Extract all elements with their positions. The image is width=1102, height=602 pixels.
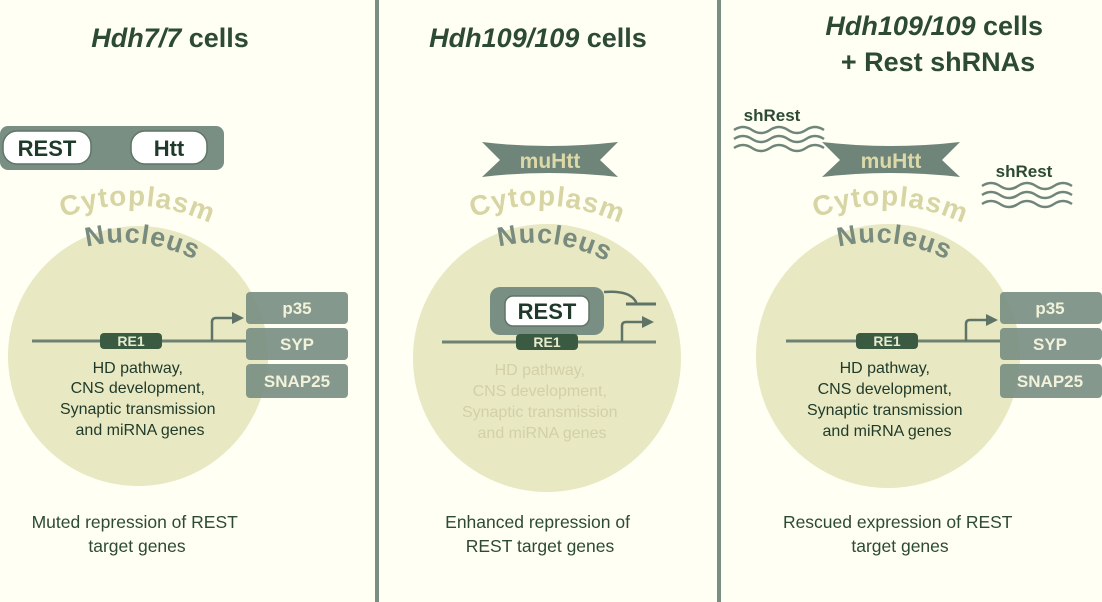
- shrna-label: shRest: [996, 162, 1053, 181]
- gene-box-syp: [1000, 328, 1102, 360]
- muhtt-mutant: muHtt: [482, 142, 618, 177]
- re1-element: [516, 334, 578, 350]
- re1-label: RE1: [533, 334, 560, 350]
- gene-box-label: SYP: [1033, 335, 1067, 354]
- gene-box-syp: [246, 328, 348, 360]
- target-gene-list: HD pathway, CNS development, Synaptic tr…: [807, 360, 967, 440]
- nucleus: [8, 226, 268, 486]
- re1-element: [100, 333, 162, 349]
- panel-title: Hdh109/109 cells: [429, 23, 647, 53]
- gene-box-label: SYP: [280, 335, 314, 354]
- panel-caption: Rescued expression of REST target genes: [783, 512, 1017, 556]
- panel-title: Hdh109/109 cells + Rest shRNAs: [825, 11, 1050, 77]
- shrna-left: shRest: [733, 106, 825, 153]
- transcription-arrow: [964, 318, 988, 341]
- gene-box-p35: [246, 292, 348, 324]
- transcription-arrow: [620, 320, 644, 342]
- panel-hdh7-7: Hdh7/7 cells REST Htt Cytoplasm Nucleus …: [0, 23, 348, 556]
- muhtt-label: muHtt: [520, 150, 581, 173]
- gene-box-label: p35: [282, 299, 311, 318]
- panel-caption: Muted repression of REST target genes: [32, 512, 243, 556]
- gene-box-p35: [1000, 292, 1102, 324]
- gene-box-label: SNAP25: [1017, 372, 1083, 391]
- re1-label: RE1: [873, 333, 900, 349]
- panel-hdh109-109: Hdh109/109 cells muHtt Cytoplasm Nucleus…: [413, 23, 681, 556]
- rest-bound-label: REST: [518, 299, 577, 324]
- muhtt-label: muHtt: [861, 150, 922, 173]
- shrna-label: shRest: [744, 106, 801, 125]
- nucleus: [756, 224, 1020, 488]
- panel-divider: [375, 0, 379, 602]
- target-gene-list: HD pathway, CNS development, Synaptic tr…: [60, 360, 220, 439]
- gene-box-label: p35: [1035, 299, 1064, 318]
- repression-bar: [603, 290, 638, 304]
- gene-boxes: p35 SYP SNAP25: [246, 292, 348, 398]
- panel-divider: [717, 0, 721, 602]
- gene-box-label: SNAP25: [264, 372, 330, 391]
- gene-box-snap25: [1000, 364, 1102, 398]
- gene-box-snap25: [246, 364, 348, 398]
- htt-label: Htt: [154, 136, 185, 161]
- target-gene-list: HD pathway, CNS development, Synaptic tr…: [462, 362, 622, 442]
- nucleus: [413, 224, 681, 492]
- shrna-right: shRest: [981, 162, 1073, 209]
- re1-label: RE1: [117, 333, 144, 349]
- panel-title: Hdh7/7 cells: [91, 23, 249, 53]
- transcription-arrow: [210, 316, 234, 341]
- rest-label: REST: [18, 136, 77, 161]
- gene-boxes: p35 SYP SNAP25: [1000, 292, 1102, 398]
- muhtt-mutant: muHtt: [822, 142, 960, 177]
- re1-element: [856, 333, 918, 349]
- panel-caption: Enhanced repression of REST target genes: [445, 512, 635, 556]
- panel-hdh109-109-shrna: Hdh109/109 cells + Rest shRNAs shRest mu…: [733, 11, 1102, 556]
- rest-htt-complex: REST Htt: [0, 126, 224, 170]
